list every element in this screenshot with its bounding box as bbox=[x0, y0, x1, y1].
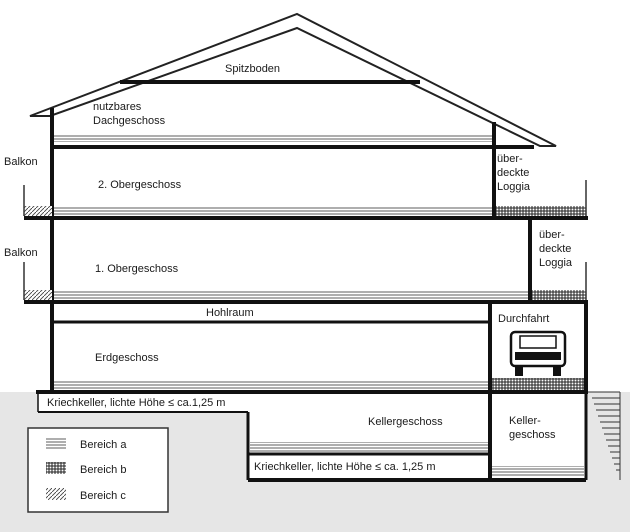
og2-loggia-b bbox=[496, 206, 586, 216]
legend-label-b: Bereich b bbox=[80, 464, 126, 476]
label-loggia2-l2: deckte bbox=[539, 243, 571, 255]
label-durchfahrt: Durchfahrt bbox=[498, 313, 549, 325]
legend-swatch-a bbox=[46, 438, 66, 450]
keller-floor-a bbox=[250, 442, 488, 452]
eg-floor-a bbox=[54, 380, 488, 390]
label-keller-l1: Keller- bbox=[509, 415, 541, 427]
legend-swatch-c bbox=[46, 488, 66, 500]
durchfahrt-floor-b bbox=[492, 378, 584, 390]
og1-balkon-c bbox=[24, 290, 52, 300]
label-kriechkeller-bottom: Kriechkeller, lichte Höhe ≤ ca. 1,25 m bbox=[254, 461, 436, 473]
label-hohlraum: Hohlraum bbox=[206, 307, 254, 319]
legend-swatch-b bbox=[46, 462, 66, 474]
label-spitzboden: Spitzboden bbox=[225, 63, 280, 75]
og1-loggia-b bbox=[532, 290, 586, 300]
basement-interior bbox=[38, 392, 490, 480]
dach-floor-a bbox=[54, 134, 494, 142]
legend-label-c: Bereich c bbox=[80, 490, 126, 502]
label-kriechkeller-top: Kriechkeller, lichte Höhe ≤ ca.1,25 m bbox=[47, 397, 225, 409]
og2-balkon-c bbox=[24, 206, 52, 216]
label-og1: 1. Obergeschoss bbox=[95, 263, 179, 275]
label-dach-line1: nutzbares bbox=[93, 101, 142, 113]
label-loggia1-l2: deckte bbox=[497, 167, 529, 179]
label-kellergeschoss: Kellergeschoss bbox=[368, 416, 443, 428]
keller-right-interior bbox=[490, 392, 586, 480]
label-balkon-upper: Balkon bbox=[4, 156, 38, 168]
label-loggia2-l1: über- bbox=[539, 229, 565, 241]
label-keller-l2: geschoss bbox=[509, 429, 556, 441]
label-dach-line2: Dachgeschoss bbox=[93, 115, 166, 127]
legend-label-a: Bereich a bbox=[80, 439, 127, 451]
label-loggia1-l1: über- bbox=[497, 153, 523, 165]
stairs bbox=[588, 391, 621, 480]
label-loggia1-l3: Loggia bbox=[497, 181, 531, 193]
og1-floor-a bbox=[54, 290, 528, 300]
label-erdgeschoss: Erdgeschoss bbox=[95, 352, 159, 364]
label-og2: 2. Obergeschoss bbox=[98, 179, 182, 191]
label-balkon-lower: Balkon bbox=[4, 247, 38, 259]
car-icon bbox=[509, 330, 567, 376]
og2-floor-a bbox=[54, 206, 492, 216]
keller-right-floor-a bbox=[492, 466, 584, 476]
label-loggia2-l3: Loggia bbox=[539, 257, 573, 269]
